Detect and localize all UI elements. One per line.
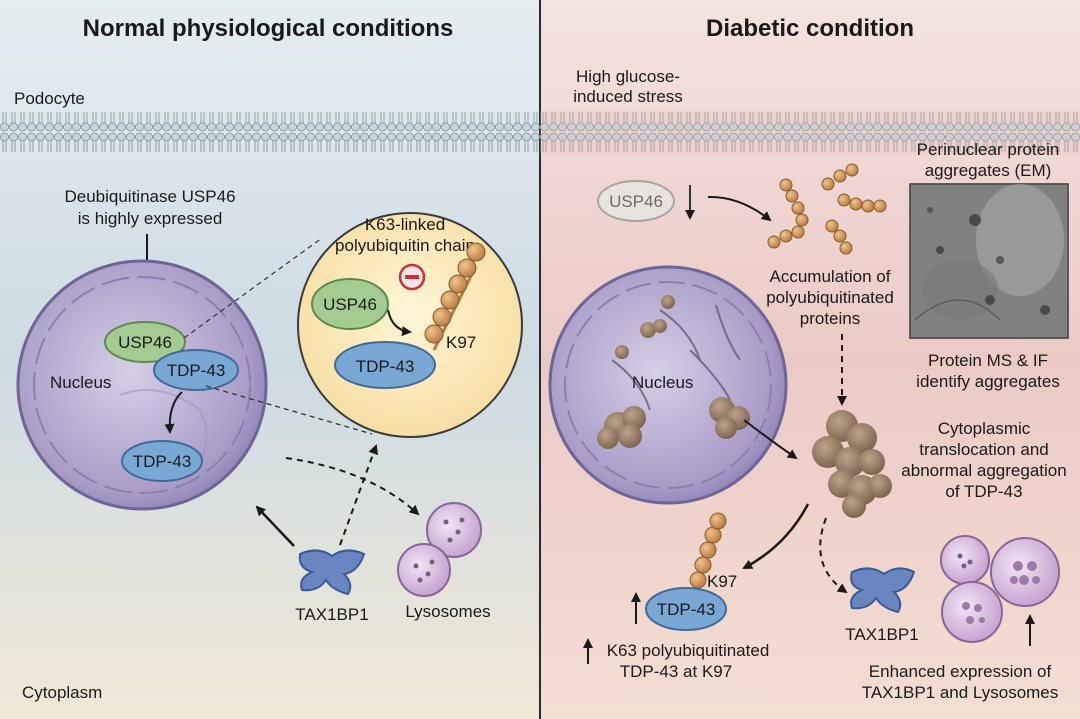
accumulation-label-line3: proteins — [800, 309, 860, 328]
k63-label-line2: TDP-43 at K97 — [620, 662, 732, 681]
tdp43-left-lower-label: TDP-43 — [133, 452, 192, 471]
arrow-nucleus-to-aggregate — [743, 419, 798, 460]
inset-zoom-line-top — [183, 237, 323, 339]
arrow-tax1bp1-to-nucleus — [255, 505, 295, 547]
dashed-arrow-to-lysosomes — [285, 457, 420, 516]
cell-membrane — [0, 111, 1080, 155]
tdp43-right — [645, 587, 727, 631]
tdp43-left-nucleus — [153, 349, 239, 391]
inset-label-line2: polyubiquitin chain — [335, 236, 475, 255]
enhanced-label-line1: Enhanced expression of — [869, 662, 1052, 681]
lysosomes-left-label: Lysosomes — [405, 602, 490, 621]
cyto-label-line4: of TDP-43 — [945, 482, 1022, 501]
tax1bp1-right — [850, 567, 916, 614]
right-panel-title: Diabetic condition — [706, 15, 914, 42]
enhanced-label-line2: TAX1BP1 and Lysosomes — [862, 683, 1059, 702]
em-label-line1: Perinuclear protein — [917, 140, 1060, 159]
k97-right-label: K97 — [707, 572, 737, 591]
cyto-label-line2: translocation and — [919, 440, 1048, 459]
tax1bp1-right-label: TAX1BP1 — [845, 625, 918, 644]
nucleus-right-label: Nucleus — [632, 373, 693, 392]
tax1bp1-left-label: TAX1BP1 — [295, 605, 368, 624]
minus-icon — [398, 263, 426, 291]
ms-label-line1: Protein MS & IF — [928, 351, 1048, 370]
tdp43-left-nucleus-label: TDP-43 — [167, 361, 226, 380]
cyto-label-line1: Cytoplasmic — [938, 419, 1031, 438]
nucleus-left — [16, 259, 268, 511]
tdp43-right-label: TDP-43 — [657, 600, 716, 619]
inset-label-line1: K63-linked — [365, 215, 445, 234]
arrow-aggregate-to-tdp43 — [742, 503, 810, 570]
arrow-tdp43-down — [164, 391, 183, 434]
usp46-left-label: USP46 — [118, 333, 172, 352]
tdp43-inset — [334, 341, 436, 389]
left-panel-title: Normal physiological conditions — [83, 15, 454, 42]
k63-label-line1: K63 polyubiquitinated — [607, 641, 770, 660]
tdp43-inset-label: TDP-43 — [356, 357, 415, 376]
stress-label-line2: induced stress — [573, 87, 683, 106]
k97-inset-label: K97 — [446, 333, 476, 352]
arrow-usp46-to-tdp43-inset — [387, 309, 412, 337]
accumulation-label-line2: polyubiquitinated — [766, 288, 894, 307]
deubiquitinase-label-line1: Deubiquitinase USP46 — [64, 187, 235, 206]
ms-label-line2: identify aggregates — [916, 372, 1060, 391]
inset-zoom-line-bottom — [205, 385, 373, 435]
stress-label-line1: High glucose- — [576, 67, 680, 86]
arrow-to-polyub-proteins — [707, 195, 772, 222]
nucleus-left-label: Nucleus — [50, 373, 111, 392]
em-micrograph — [909, 183, 1069, 339]
usp46-left — [104, 321, 186, 363]
usp46-right-faded — [597, 180, 675, 222]
deubiquitinase-label-line2: is highly expressed — [78, 209, 223, 228]
usp46-inset-label: USP46 — [323, 295, 377, 314]
usp46-inset — [311, 278, 389, 330]
ubiquitin-chain-inset — [424, 242, 486, 351]
usp46-right-label: USP46 — [609, 192, 663, 211]
ubiquitin-chain-right — [689, 512, 727, 597]
cytoplasmic-aggregate — [812, 410, 892, 518]
lysosomes-left — [397, 502, 482, 597]
cyto-label-line3: abnormal aggregation — [901, 461, 1066, 480]
aggregates-in-nucleus — [597, 295, 750, 449]
accumulation-label-line1: Accumulation of — [770, 267, 891, 286]
em-label-line2: aggregates (EM) — [925, 161, 1052, 180]
podocyte-label: Podocyte — [14, 89, 85, 108]
lysosomes-right — [940, 535, 1060, 643]
tdp43-left-lower — [121, 440, 203, 482]
cytoplasm-label: Cytoplasm — [22, 683, 102, 702]
tax1bp1-left — [298, 549, 366, 596]
polyubiquitin-chains-cluster — [767, 163, 887, 255]
